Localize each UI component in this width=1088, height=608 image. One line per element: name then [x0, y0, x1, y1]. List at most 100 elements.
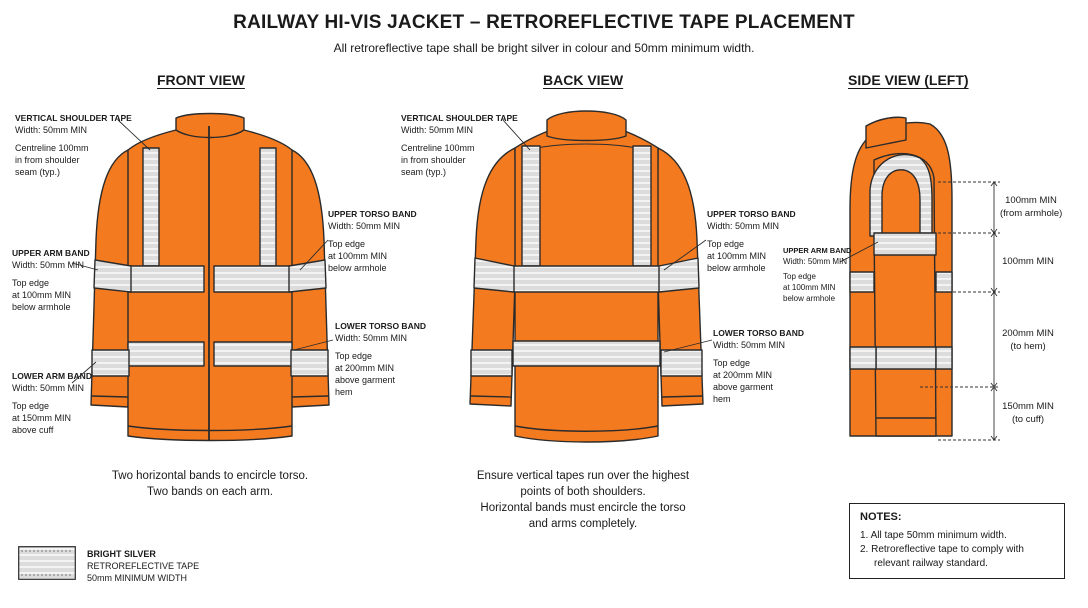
- front-right-shoulder-tape: [259, 147, 277, 267]
- back-right-shoulder-tape: [632, 145, 652, 267]
- label-line: below armhole: [328, 263, 387, 273]
- label-line: Centreline 100mm: [401, 143, 475, 153]
- front-leader-lines: [71, 119, 334, 384]
- notes-item-1: 1. All tape 50mm minimum width.: [860, 530, 1007, 541]
- side-measurement-1: 100mm MIN (from armhole): [1000, 194, 1062, 220]
- page-title: RAILWAY HI-VIS JACKET – RETROREFLECTIVE …: [233, 12, 855, 33]
- measurement-value: 200mm MIN: [1002, 328, 1054, 339]
- label-line: in from shoulder: [401, 155, 466, 165]
- label-heading: LOWER TORSO BAND: [335, 321, 426, 331]
- label-line: Width: 50mm MIN: [713, 340, 786, 350]
- front-right-lower-arm-band: [290, 349, 329, 377]
- label-heading: UPPER TORSO BAND: [707, 209, 796, 219]
- measurement-note: (to cuff): [1011, 414, 1045, 425]
- back-jacket: [469, 110, 704, 443]
- label-line: hem: [713, 394, 731, 404]
- side-view-title: SIDE VIEW (LEFT): [848, 72, 969, 88]
- measurement-value: 150mm MIN: [1002, 401, 1054, 412]
- label-heading: UPPER ARM BAND: [783, 246, 852, 255]
- label-line: above cuff: [12, 425, 54, 435]
- front-jacket: [90, 112, 330, 442]
- label-line: in from shoulder: [15, 155, 80, 165]
- label-line: Top edge: [713, 358, 751, 368]
- label-line: seam (typ.): [15, 167, 61, 177]
- label-line: seam (typ.): [401, 167, 447, 177]
- front-upper-torso-band-right: [213, 265, 293, 293]
- label-line: below armhole: [12, 302, 71, 312]
- label-line: Top edge: [328, 239, 366, 249]
- side-dimension-lines: [920, 181, 1000, 441]
- label-heading: LOWER ARM BAND: [12, 371, 92, 381]
- label-line: below armhole: [783, 294, 836, 303]
- notes-item-2: 2. Retroreflective tape to comply with r…: [860, 544, 1024, 569]
- side-jacket: [849, 116, 953, 437]
- caption-line: Two horizontal bands to encircle torso.: [111, 470, 309, 482]
- tape-legend-text: BRIGHT SILVER RETROREFLECTIVE TAPE 50mm …: [87, 548, 199, 584]
- front-collar: [175, 112, 245, 139]
- side-upper-arm-label: UPPER ARM BAND Width: 50mm MIN Top edge …: [783, 245, 851, 304]
- label-line: Width: 50mm MIN: [15, 125, 88, 135]
- side-measurement-4: 150mm MIN (to cuff): [1000, 400, 1056, 426]
- side-collar: [865, 116, 907, 149]
- caption-line: Two bands on each arm.: [147, 486, 273, 498]
- legend-line: RETROREFLECTIVE TAPE: [87, 561, 200, 571]
- front-lower-torso-band-right: [213, 341, 293, 367]
- label-heading: VERTICAL SHOULDER TAPE: [15, 113, 132, 123]
- label-line: Top edge: [707, 239, 745, 249]
- back-left-upper-arm-band: [473, 257, 515, 293]
- label-line: above garment: [713, 382, 774, 392]
- back-leader-lines: [502, 119, 713, 353]
- side-leader-lines: [839, 241, 879, 263]
- front-upper-arm-label: UPPER ARM BAND Width: 50mm MIN Top edge …: [12, 247, 90, 313]
- label-line: Width: 50mm MIN: [707, 221, 780, 231]
- label-line: Top edge: [335, 351, 373, 361]
- label-line: Width: 50mm MIN: [335, 333, 408, 343]
- label-heading: LOWER TORSO BAND: [713, 328, 804, 338]
- back-shoulder-tape-label: VERTICAL SHOULDER TAPE Width: 50mm MIN C…: [401, 112, 518, 178]
- notes-heading: NOTES:: [860, 511, 902, 523]
- label-line: Width: 50mm MIN: [12, 260, 85, 270]
- measurement-value: 100mm MIN: [1005, 195, 1057, 206]
- label-line: at 100mm MIN: [328, 251, 388, 261]
- label-line: at 100mm MIN: [707, 251, 767, 261]
- label-line: Width: 50mm MIN: [401, 125, 474, 135]
- label-line: at 100mm MIN: [12, 290, 72, 300]
- label-line: Top edge: [783, 272, 816, 281]
- side-upper-arm-band: [873, 232, 937, 256]
- label-line: Width: 50mm MIN: [12, 383, 85, 393]
- label-line: Centreline 100mm: [15, 143, 89, 153]
- label-line: above garment: [335, 375, 396, 385]
- label-line: at 150mm MIN: [12, 413, 72, 423]
- caption-line: points of both shoulders.: [520, 486, 646, 498]
- back-right-lower-arm-band: [660, 349, 703, 377]
- label-heading: UPPER TORSO BAND: [328, 209, 417, 219]
- front-left-upper-arm-band: [93, 259, 132, 293]
- front-left-shoulder-tape: [142, 147, 160, 267]
- measurement-note: (to hem): [1010, 341, 1046, 352]
- back-upper-torso-band: [512, 265, 661, 293]
- label-line: at 200mm MIN: [713, 370, 773, 380]
- label-line: Top edge: [12, 278, 50, 288]
- label-heading: VERTICAL SHOULDER TAPE: [401, 113, 518, 123]
- legend-line: BRIGHT SILVER: [87, 549, 156, 559]
- front-upper-torso-band-left: [127, 265, 205, 293]
- page-subtitle: All retroreflective tape shall be bright…: [333, 41, 755, 55]
- back-caption: Ensure vertical tapes run over the highe…: [458, 468, 708, 532]
- side-lower-arm-band: [875, 346, 937, 370]
- caption-line: and arms completely.: [528, 518, 638, 530]
- measurement-value: 100mm MIN: [1002, 256, 1054, 267]
- front-view-title: FRONT VIEW: [157, 72, 245, 88]
- label-line: Top edge: [12, 401, 50, 411]
- back-left-shoulder-tape: [521, 145, 541, 267]
- label-line: Width: 50mm MIN: [783, 257, 848, 266]
- side-upper-torso-band-right: [935, 271, 953, 293]
- front-lower-torso-band-left: [127, 341, 205, 367]
- back-view-title: BACK VIEW: [543, 72, 624, 88]
- legend-line: 50mm MINIMUM WIDTH: [87, 573, 187, 583]
- tape-legend-swatch: [18, 546, 76, 580]
- measurement-note: (from armhole): [1000, 208, 1063, 219]
- front-right-upper-arm-band: [288, 259, 327, 293]
- front-caption: Two horizontal bands to encircle torso. …: [100, 468, 320, 500]
- label-line: at 100mm MIN: [783, 283, 836, 292]
- side-lower-torso-band-right: [935, 346, 953, 370]
